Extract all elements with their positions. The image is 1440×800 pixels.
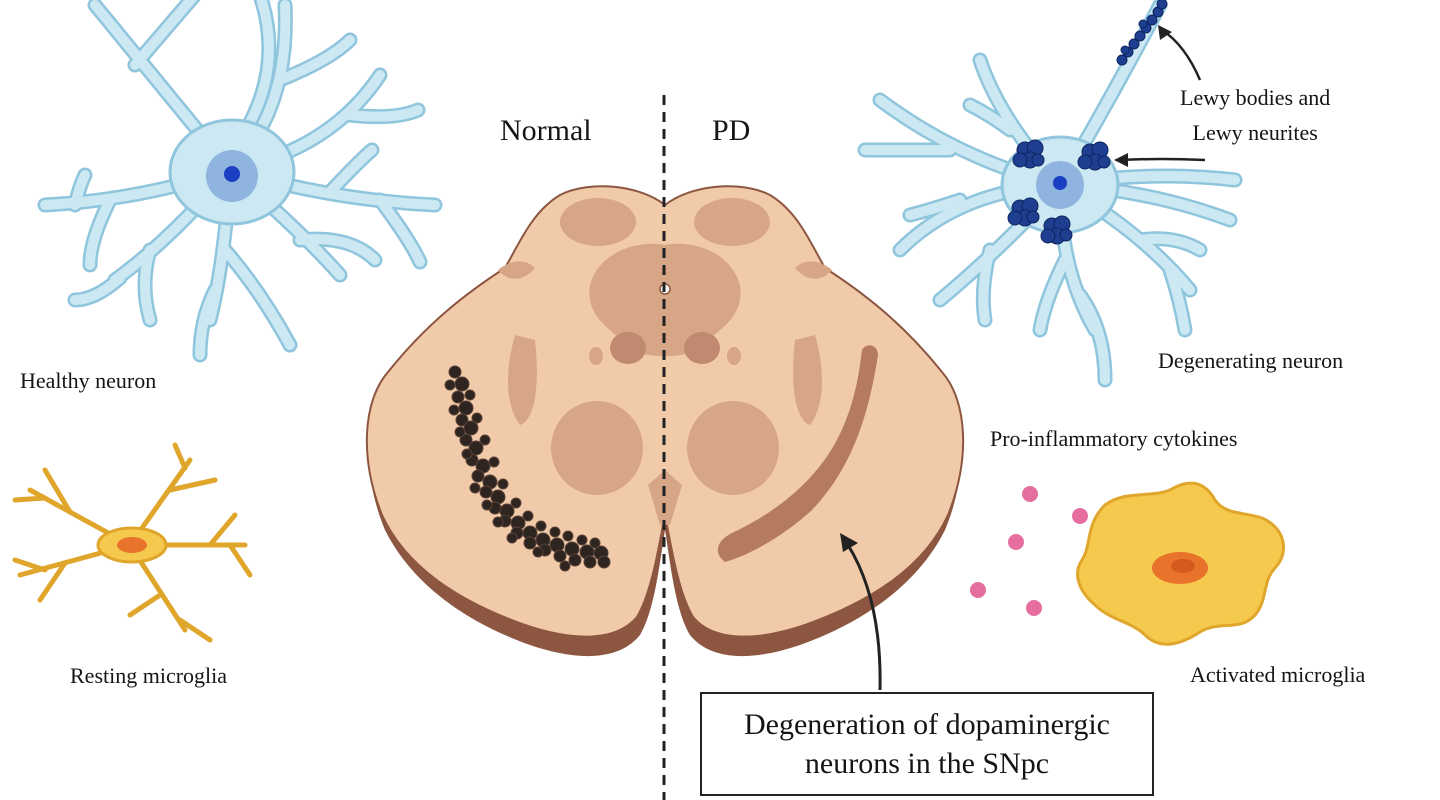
degenerating-neuron-label: Degenerating neuron bbox=[1158, 348, 1343, 373]
healthy-neuron-nucleolus bbox=[224, 166, 240, 182]
activated-microglia bbox=[1078, 483, 1284, 644]
resting-microglia bbox=[15, 445, 250, 640]
snpc-callout-text: Degeneration of dopaminergic neurons in … bbox=[744, 705, 1110, 783]
resting-microglia-label: Resting microglia bbox=[70, 663, 227, 688]
healthy-neuron-label: Healthy neuron bbox=[20, 368, 156, 393]
snpc-callout-box: Degeneration of dopaminergic neurons in … bbox=[700, 692, 1154, 796]
normal-label: Normal bbox=[500, 114, 592, 149]
healthy-neuron bbox=[45, 0, 435, 355]
lewy-bodies-label: Lewy bodies and Lewy neurites bbox=[1180, 80, 1330, 150]
pd-label: PD bbox=[712, 114, 750, 149]
degenerating-neuron bbox=[865, 0, 1235, 380]
cytokine-dots bbox=[970, 486, 1088, 616]
activated-microglia-label: Activated microglia bbox=[1190, 662, 1365, 687]
cytokines-label: Pro-inflammatory cytokines bbox=[990, 426, 1237, 451]
